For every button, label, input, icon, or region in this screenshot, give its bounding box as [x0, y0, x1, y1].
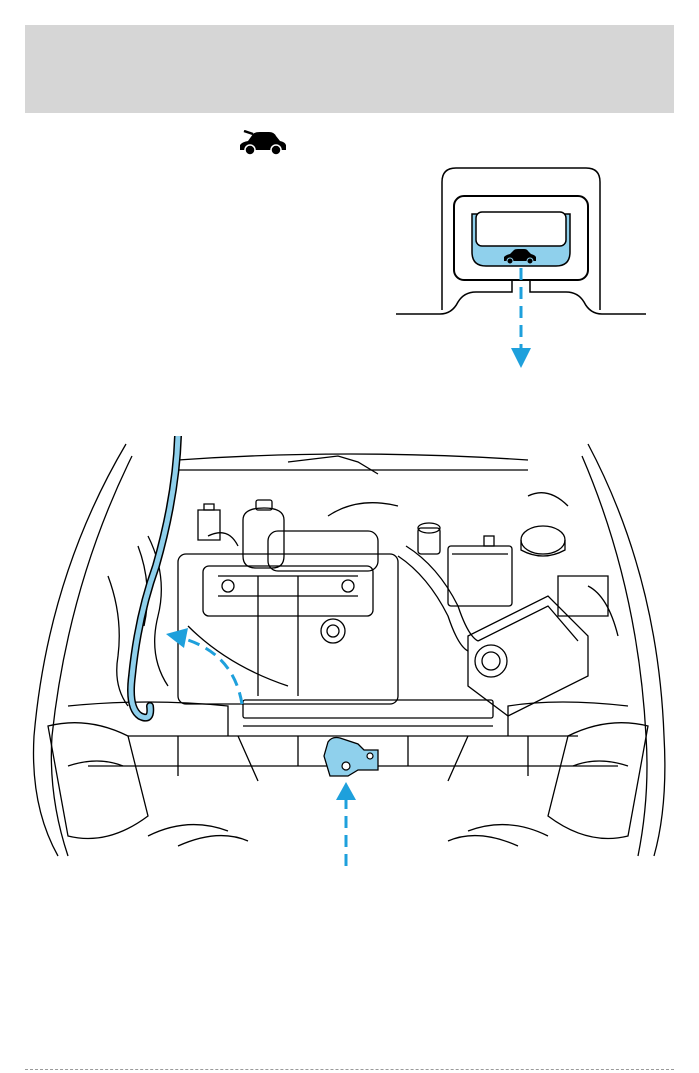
hood-release-car-icon	[236, 130, 288, 156]
prop-rod	[131, 436, 178, 718]
page-footer-rule	[25, 1069, 674, 1070]
page-header-bar	[25, 25, 674, 113]
hood-latch	[324, 738, 378, 777]
engine-compartment-diagram	[28, 436, 668, 866]
hood-release-lever-diagram	[396, 162, 646, 372]
